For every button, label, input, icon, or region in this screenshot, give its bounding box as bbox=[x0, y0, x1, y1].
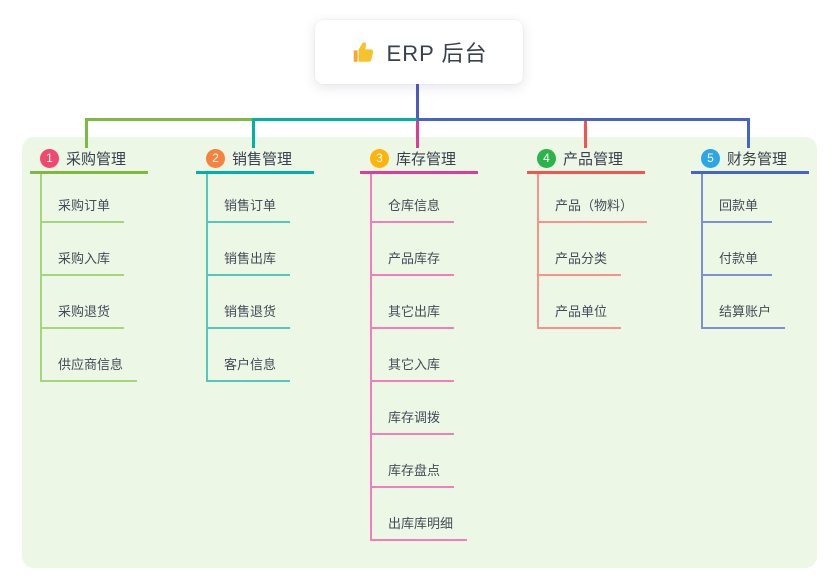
branch-children-list: 销售订单销售出库销售退货客户信息 bbox=[206, 174, 314, 382]
branch-column-3: 3 库存管理仓库信息产品库存其它出库其它入库库存调拨库存盘点出库库明细 bbox=[360, 146, 478, 541]
bar-segment-green bbox=[85, 118, 252, 121]
branch-title-label: 销售管理 bbox=[232, 151, 293, 168]
branch-title-3[interactable]: 3 库存管理 bbox=[360, 146, 478, 174]
child-node[interactable]: 出库库明细 bbox=[372, 488, 468, 541]
root-drop-line bbox=[416, 84, 419, 118]
branch-number-badge: 1 bbox=[40, 149, 59, 168]
child-node[interactable]: 库存盘点 bbox=[372, 435, 455, 488]
child-node[interactable]: 销售出库 bbox=[208, 223, 291, 276]
drop-line-finance bbox=[747, 118, 750, 148]
branch-children-list: 回款单付款单结算账户 bbox=[701, 174, 809, 329]
branch-children-list: 采购订单采购入库采购退货供应商信息 bbox=[40, 174, 148, 382]
branch-number-badge: 4 bbox=[537, 149, 556, 168]
branch-column-4: 4 产品管理产品（物料）产品分类产品单位 bbox=[527, 146, 648, 329]
child-node[interactable]: 仓库信息 bbox=[372, 174, 455, 223]
root-node-label: ERP 后台 bbox=[386, 41, 488, 66]
child-node[interactable]: 销售退货 bbox=[208, 276, 291, 329]
child-node[interactable]: 产品分类 bbox=[539, 223, 622, 276]
branch-title-label: 财务管理 bbox=[727, 151, 788, 168]
child-node[interactable]: 客户信息 bbox=[208, 329, 291, 382]
drop-line-product bbox=[584, 121, 587, 148]
branch-title-4[interactable]: 4 产品管理 bbox=[527, 146, 645, 174]
child-node[interactable]: 结算账户 bbox=[703, 276, 786, 329]
branch-column-5: 5 财务管理回款单付款单结算账户 bbox=[691, 146, 809, 329]
child-node[interactable]: 产品单位 bbox=[539, 276, 622, 329]
thumbs-up-icon bbox=[351, 39, 377, 65]
branch-column-1: 1 采购管理采购订单采购入库采购退货供应商信息 bbox=[30, 146, 148, 382]
bar-segment-teal bbox=[252, 118, 417, 121]
child-node[interactable]: 采购订单 bbox=[42, 174, 125, 223]
branch-title-2[interactable]: 2 销售管理 bbox=[196, 146, 314, 174]
child-node[interactable]: 供应商信息 bbox=[42, 329, 138, 382]
branch-children-list: 仓库信息产品库存其它出库其它入库库存调拨库存盘点出库库明细 bbox=[370, 174, 478, 541]
child-node[interactable]: 销售订单 bbox=[208, 174, 291, 223]
branch-title-label: 采购管理 bbox=[66, 151, 127, 168]
child-node[interactable]: 产品（物料） bbox=[539, 174, 648, 223]
child-node[interactable]: 其它出库 bbox=[372, 276, 455, 329]
child-node[interactable]: 采购退货 bbox=[42, 276, 125, 329]
branch-number-badge: 2 bbox=[206, 149, 225, 168]
branch-title-5[interactable]: 5 财务管理 bbox=[691, 146, 809, 174]
child-node[interactable]: 产品库存 bbox=[372, 223, 455, 276]
child-node[interactable]: 其它入库 bbox=[372, 329, 455, 382]
branch-children-list: 产品（物料）产品分类产品单位 bbox=[537, 174, 648, 329]
child-node[interactable]: 付款单 bbox=[703, 223, 773, 276]
child-node[interactable]: 回款单 bbox=[703, 174, 773, 223]
bar-segment-blue bbox=[417, 118, 750, 121]
branch-title-label: 库存管理 bbox=[396, 151, 457, 168]
branch-column-2: 2 销售管理销售订单销售出库销售退货客户信息 bbox=[196, 146, 314, 382]
branch-number-badge: 3 bbox=[370, 149, 389, 168]
branch-number-badge: 5 bbox=[701, 149, 720, 168]
branches-panel bbox=[22, 137, 817, 568]
branch-title-1[interactable]: 1 采购管理 bbox=[30, 146, 148, 174]
child-node[interactable]: 采购入库 bbox=[42, 223, 125, 276]
drop-line-sales bbox=[252, 118, 255, 148]
branch-title-label: 产品管理 bbox=[563, 151, 624, 168]
drop-line-inventory bbox=[416, 121, 419, 148]
child-node[interactable]: 库存调拨 bbox=[372, 382, 455, 435]
root-node-erp[interactable]: ERP 后台 bbox=[315, 20, 523, 84]
drop-line-purchase bbox=[85, 118, 88, 148]
